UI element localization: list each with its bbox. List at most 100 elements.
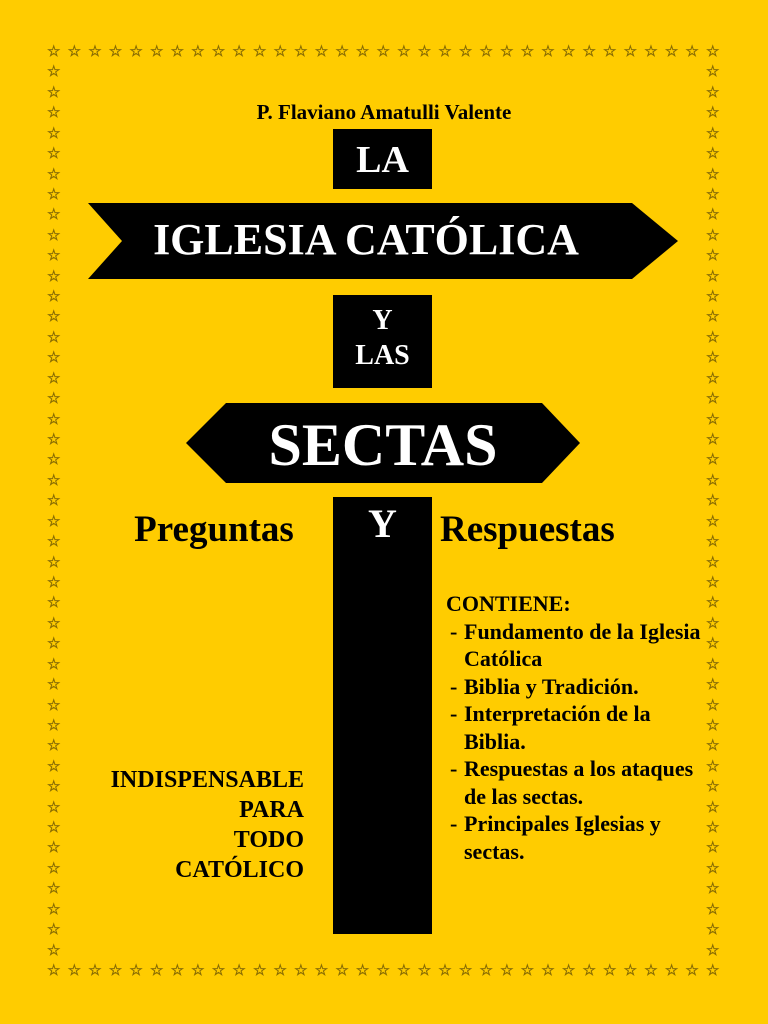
star-icon: ☆ (191, 961, 205, 979)
star-icon: ☆ (47, 675, 61, 694)
star-icon: ☆ (294, 961, 308, 979)
star-icon: ☆ (47, 756, 61, 775)
star-icon: ☆ (561, 42, 576, 60)
star-icon: ☆ (706, 654, 720, 673)
title-y: Y (372, 305, 393, 336)
star-icon: ☆ (47, 62, 61, 81)
contents-item-text: Interpretación de la Biblia. (464, 701, 651, 754)
contents-item-text: Biblia y Tradición. (464, 673, 639, 699)
star-icon: ☆ (47, 797, 61, 816)
star-icon: ☆ (47, 654, 61, 673)
star-icon: ☆ (376, 961, 390, 979)
star-icon: ☆ (458, 42, 473, 60)
title-la: LA (356, 139, 409, 181)
star-icon: ☆ (211, 42, 226, 60)
star-icon: ☆ (706, 348, 720, 367)
star-icon: ☆ (47, 491, 61, 510)
star-icon: ☆ (47, 593, 61, 612)
star-icon: ☆ (706, 532, 720, 551)
star-icon: ☆ (191, 42, 205, 60)
sign-post (333, 497, 432, 934)
star-icon: ☆ (706, 470, 720, 489)
star-icon: ☆ (170, 961, 185, 979)
star-icon: ☆ (47, 961, 61, 979)
star-icon: ☆ (706, 184, 720, 203)
star-icon: ☆ (273, 961, 287, 979)
star-icon: ☆ (129, 961, 143, 979)
left-arrow-sign (186, 403, 580, 483)
star-icon: ☆ (47, 818, 61, 837)
star-icon: ☆ (706, 62, 720, 81)
star-icon: ☆ (706, 491, 720, 510)
star-icon: ☆ (479, 961, 493, 979)
dash-bullet: - (450, 673, 458, 699)
indispensable-block: INDISPENSABLE PARA TODO CATÓLICO (70, 765, 304, 885)
star-icon: ☆ (623, 42, 638, 60)
star-icon: ☆ (47, 470, 61, 489)
star-icon: ☆ (314, 42, 329, 60)
star-icon: ☆ (685, 42, 699, 60)
star-icon: ☆ (706, 82, 720, 101)
star-icon: ☆ (273, 42, 287, 60)
star-icon: ☆ (47, 552, 61, 571)
star-icon: ☆ (706, 695, 720, 714)
star-icon: ☆ (47, 572, 61, 591)
star-icon: ☆ (438, 42, 452, 60)
star-icon: ☆ (47, 695, 61, 714)
star-icon: ☆ (541, 42, 555, 60)
contents-item-text: Principales Iglesias y sectas. (464, 811, 661, 864)
star-icon: ☆ (232, 961, 246, 979)
star-icon: ☆ (706, 389, 720, 408)
star-icon: ☆ (706, 430, 720, 449)
star-icon: ☆ (685, 961, 699, 979)
star-icon: ☆ (706, 961, 720, 979)
star-icon: ☆ (314, 961, 329, 979)
star-icon: ☆ (47, 103, 61, 122)
star-icon: ☆ (355, 42, 370, 60)
star-icon: ☆ (500, 42, 514, 60)
star-icon: ☆ (47, 42, 61, 60)
star-icon: ☆ (479, 42, 493, 60)
dash-bullet: - (450, 618, 458, 644)
star-icon: ☆ (706, 777, 720, 796)
star-icon: ☆ (706, 42, 720, 60)
star-icon: ☆ (397, 961, 411, 979)
star-icon: ☆ (88, 961, 102, 979)
star-icon: ☆ (706, 756, 720, 775)
star-icon: ☆ (706, 327, 720, 346)
star-icon: ☆ (541, 961, 555, 979)
contents-item-text: Fundamento de la Iglesia Católica (464, 618, 701, 672)
star-icon: ☆ (706, 103, 720, 122)
indispensable-line: TODO (233, 827, 304, 853)
dash-bullet: - (450, 701, 458, 726)
star-icon: ☆ (252, 42, 267, 60)
star-icon: ☆ (47, 184, 61, 203)
right-arrow-shape (88, 203, 678, 279)
star-icon: ☆ (500, 961, 514, 979)
star-icon: ☆ (47, 144, 61, 163)
star-icon: ☆ (47, 266, 61, 285)
star-icon: ☆ (706, 838, 720, 857)
contents-item: - Biblia y Tradición. (444, 673, 704, 701)
star-icon: ☆ (47, 940, 61, 959)
star-icon: ☆ (706, 368, 720, 387)
contents-heading: CONTIENE: (446, 591, 571, 616)
title-sectas: SECTAS (268, 412, 498, 478)
star-icon: ☆ (335, 42, 349, 60)
star-icon: ☆ (47, 327, 61, 346)
star-icon: ☆ (706, 818, 720, 837)
star-icon: ☆ (47, 920, 61, 939)
star-icon: ☆ (355, 961, 370, 979)
star-icon: ☆ (644, 42, 658, 60)
star-icon: ☆ (47, 532, 61, 551)
star-icon: ☆ (108, 42, 123, 60)
star-icon: ☆ (603, 42, 617, 60)
contents-list: CONTIENE: - Fundamento de la Iglesia Cat… (444, 590, 704, 865)
subtitle-respuestas: Respuestas (440, 509, 615, 550)
star-icon: ☆ (47, 450, 61, 469)
star-icon: ☆ (520, 961, 535, 979)
star-icon: ☆ (520, 42, 535, 60)
star-icon: ☆ (417, 42, 432, 60)
star-icon: ☆ (47, 777, 61, 796)
star-icon: ☆ (335, 961, 349, 979)
